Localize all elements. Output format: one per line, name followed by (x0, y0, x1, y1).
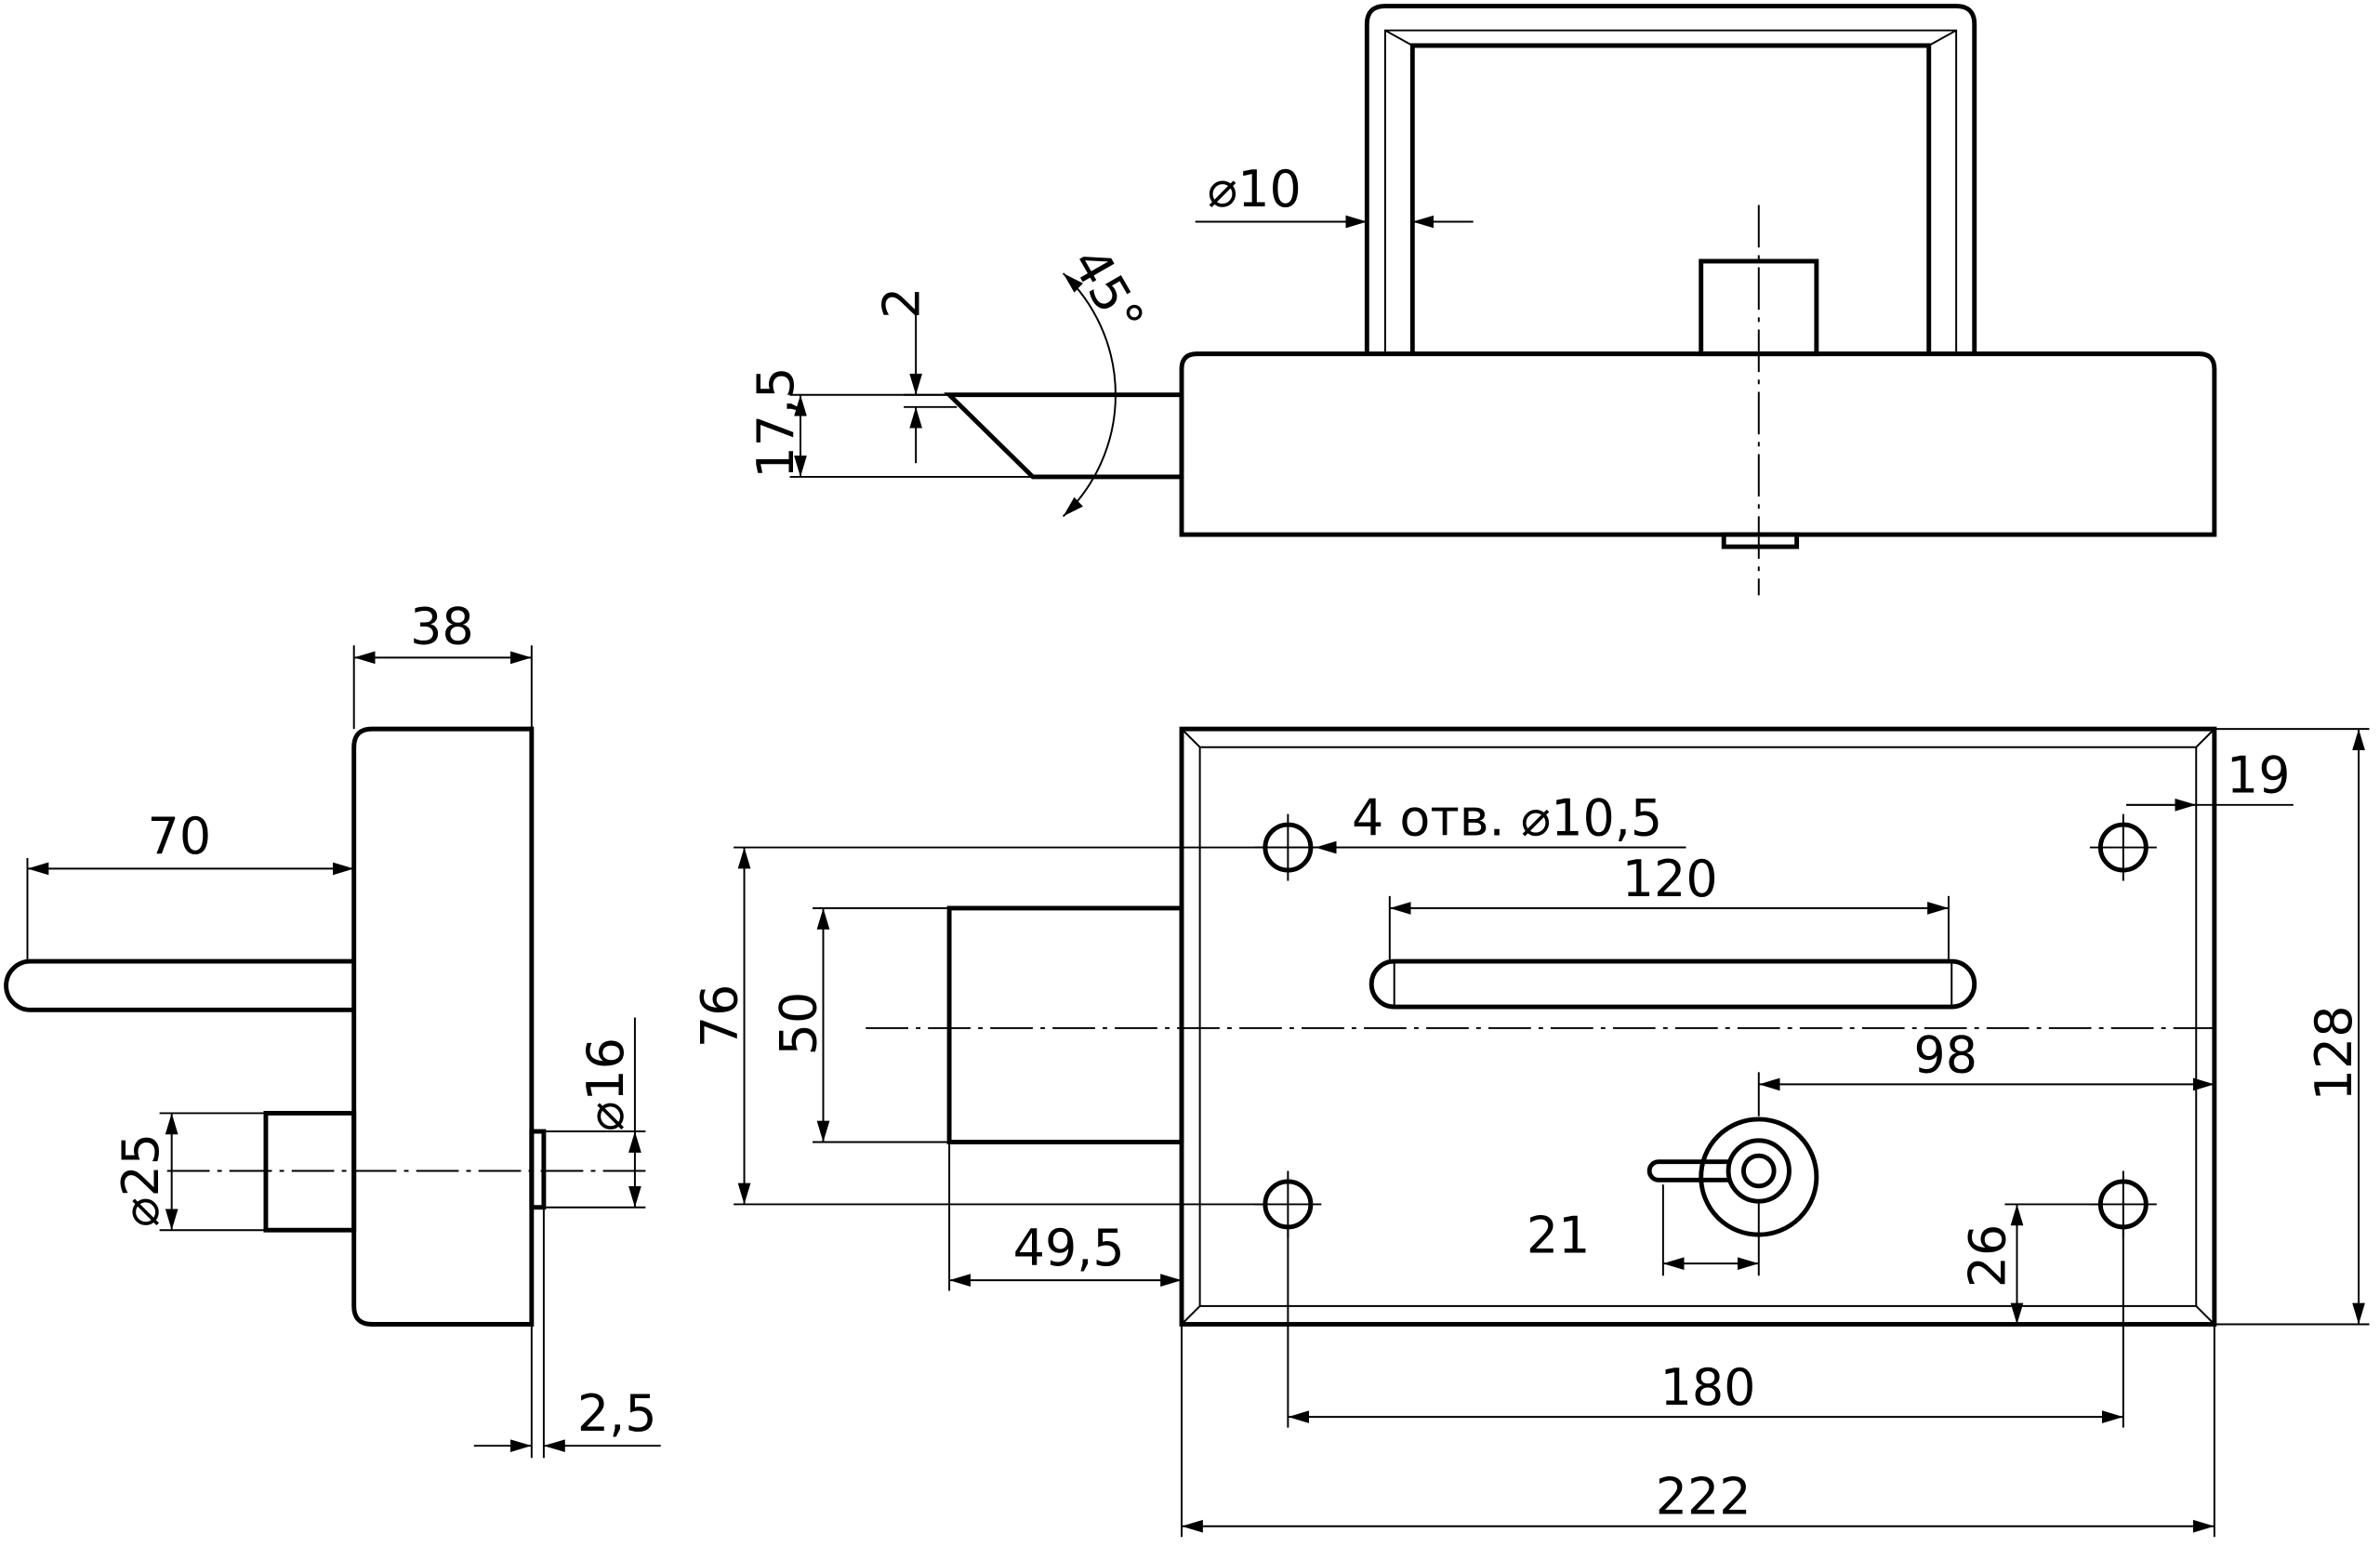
front-view: 4 отв. ⌀10,5 76 50 49,5 120 98 21 26 19 … (690, 726, 2370, 1538)
dim-76: 76 (690, 984, 748, 1049)
dim-2: 2 (872, 287, 931, 319)
dim-2-5: 2,5 (577, 1384, 657, 1443)
dim-45deg: 45° (1061, 238, 1156, 344)
dim-120: 120 (1622, 850, 1718, 908)
dim-d16: ⌀16 (576, 1037, 635, 1131)
dim-d10: ⌀10 (1208, 160, 1302, 218)
dim-222: 222 (1656, 1468, 1752, 1526)
dim-128: 128 (2305, 1005, 2363, 1101)
dim-d25: ⌀25 (112, 1133, 170, 1227)
holes-note: 4 отв. ⌀10,5 (1352, 788, 1662, 847)
dim-17-5: 17,5 (747, 367, 805, 479)
dim-70: 70 (148, 807, 212, 865)
dim-21: 21 (1527, 1207, 1591, 1265)
dim-98: 98 (1913, 1025, 1977, 1084)
dim-26: 26 (1958, 1224, 2016, 1288)
dim-19: 19 (2227, 747, 2291, 805)
side-view: 38 70 ⌀25 ⌀16 2,5 (4, 598, 661, 1459)
top-view: ⌀10 45° 2 17,5 (747, 4, 2217, 596)
dim-38: 38 (410, 598, 474, 656)
dim-50: 50 (769, 992, 827, 1056)
dim-180: 180 (1660, 1358, 1756, 1417)
dim-49-5: 49,5 (1013, 1219, 1125, 1277)
